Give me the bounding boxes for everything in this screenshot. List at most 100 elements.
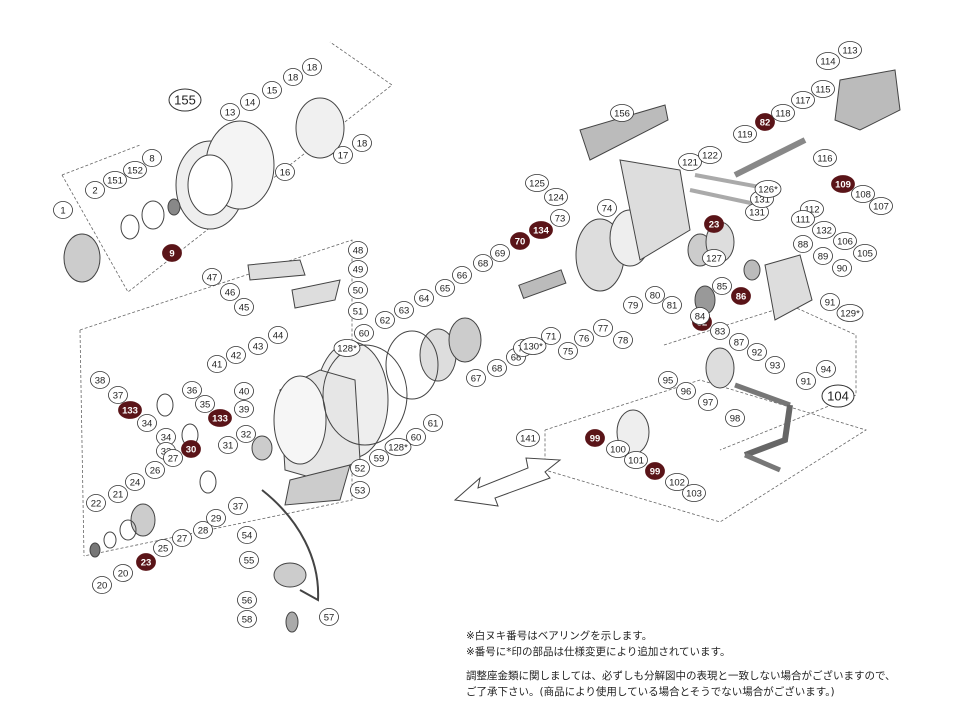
svg-text:155: 155 <box>174 93 196 108</box>
callout-151: 151 <box>103 171 127 189</box>
callout-82: 82 <box>755 113 775 131</box>
callout-44: 44 <box>268 326 288 344</box>
callout-66: 66 <box>452 266 472 284</box>
svg-text:20: 20 <box>97 581 108 592</box>
callout-79: 79 <box>623 296 643 314</box>
callout-93: 93 <box>765 356 785 374</box>
svg-text:100: 100 <box>610 445 626 456</box>
svg-text:116: 116 <box>817 154 832 165</box>
svg-text:77: 77 <box>598 324 609 335</box>
callout-52: 52 <box>350 459 370 477</box>
svg-text:39: 39 <box>239 405 250 416</box>
callout-92: 92 <box>747 343 767 361</box>
svg-text:48: 48 <box>353 246 364 257</box>
callout-128-star: 128* <box>384 438 412 456</box>
svg-text:122: 122 <box>702 151 718 162</box>
svg-text:56: 56 <box>242 596 253 607</box>
svg-text:124: 124 <box>548 193 564 204</box>
part-callouts: 1215115289131415161718181815612112212512… <box>53 41 893 628</box>
svg-text:85: 85 <box>717 282 728 293</box>
svg-text:28: 28 <box>198 526 209 537</box>
callout-116: 116 <box>813 149 837 167</box>
svg-text:84: 84 <box>695 312 706 323</box>
callout-91: 91 <box>796 372 816 390</box>
callout-121: 121 <box>678 153 702 171</box>
svg-text:55: 55 <box>244 556 255 567</box>
svg-text:52: 52 <box>355 464 366 475</box>
callout-117: 117 <box>791 91 815 109</box>
svg-text:103: 103 <box>686 489 702 500</box>
svg-text:68: 68 <box>478 259 489 270</box>
callout-122: 122 <box>698 146 722 164</box>
svg-text:41: 41 <box>212 360 223 371</box>
note-washers: 調整座金類に関しましては、必ずしも分解図中の表現と一致しない場合がございますので… <box>466 670 896 682</box>
svg-text:38: 38 <box>95 376 106 387</box>
callout-51: 51 <box>348 302 368 320</box>
svg-text:81: 81 <box>667 301 678 312</box>
callout-106: 106 <box>833 232 857 250</box>
svg-text:133: 133 <box>122 406 138 417</box>
callout-152: 152 <box>123 161 147 179</box>
svg-text:99: 99 <box>590 434 601 445</box>
svg-text:58: 58 <box>242 615 253 626</box>
svg-text:73: 73 <box>555 214 566 225</box>
callout-23: 23 <box>704 215 724 233</box>
callout-132: 132 <box>812 221 836 239</box>
callout-107: 107 <box>869 197 893 215</box>
callout-9: 9 <box>162 244 182 262</box>
callout-133: 133 <box>118 401 142 419</box>
callout-68: 68 <box>487 359 507 377</box>
callout-119: 119 <box>733 125 757 143</box>
callout-46: 46 <box>220 283 240 301</box>
callout-67: 67 <box>466 369 486 387</box>
svg-text:70: 70 <box>515 237 526 248</box>
svg-text:32: 32 <box>241 430 252 441</box>
svg-text:98: 98 <box>730 414 741 425</box>
callout-99: 99 <box>645 462 665 480</box>
svg-text:141: 141 <box>520 434 536 445</box>
callout-23: 23 <box>136 553 156 571</box>
callout-20: 20 <box>113 564 133 582</box>
callout-30: 30 <box>181 440 201 458</box>
callout-73: 73 <box>550 209 570 227</box>
footnotes: ※白ヌキ番号はベアリングを示します。 ※番号に*印の部品は仕様変更により追加され… <box>466 628 946 700</box>
svg-text:151: 151 <box>107 176 123 187</box>
svg-text:61: 61 <box>428 419 439 430</box>
svg-text:117: 117 <box>795 96 810 107</box>
svg-text:53: 53 <box>355 486 366 497</box>
callout-69: 69 <box>490 244 510 262</box>
callout-76: 76 <box>574 329 594 347</box>
callout-2: 2 <box>85 181 105 199</box>
svg-text:80: 80 <box>650 291 661 302</box>
svg-text:97: 97 <box>703 398 714 409</box>
svg-text:86: 86 <box>736 292 747 303</box>
callout-89: 89 <box>813 247 833 265</box>
note-bearing: ※白ヌキ番号はベアリングを示します。 <box>466 630 653 642</box>
svg-text:92: 92 <box>752 348 763 359</box>
svg-text:128*: 128* <box>337 344 357 355</box>
callout-127: 127 <box>702 249 726 267</box>
svg-text:23: 23 <box>709 220 720 231</box>
callout-8: 8 <box>142 149 162 167</box>
svg-text:121: 121 <box>682 158 698 169</box>
svg-text:75: 75 <box>563 347 574 358</box>
svg-text:60: 60 <box>359 329 370 340</box>
svg-text:79: 79 <box>628 301 639 312</box>
svg-text:129*: 129* <box>840 309 860 320</box>
svg-text:152: 152 <box>127 166 143 177</box>
callout-27: 27 <box>163 449 183 467</box>
callout-40: 40 <box>234 382 254 400</box>
callout-114: 114 <box>816 52 840 70</box>
callout-63: 63 <box>394 301 414 319</box>
callout-124: 124 <box>544 188 568 206</box>
svg-text:105: 105 <box>857 249 873 260</box>
svg-text:156: 156 <box>614 109 630 120</box>
callout-47: 47 <box>202 268 222 286</box>
svg-text:91: 91 <box>825 298 836 309</box>
svg-text:34: 34 <box>142 419 153 430</box>
callout-78: 78 <box>613 331 633 349</box>
group-label-155: 155 <box>168 88 202 112</box>
svg-text:83: 83 <box>715 327 726 338</box>
svg-text:74: 74 <box>602 204 613 215</box>
svg-text:16: 16 <box>280 168 291 179</box>
